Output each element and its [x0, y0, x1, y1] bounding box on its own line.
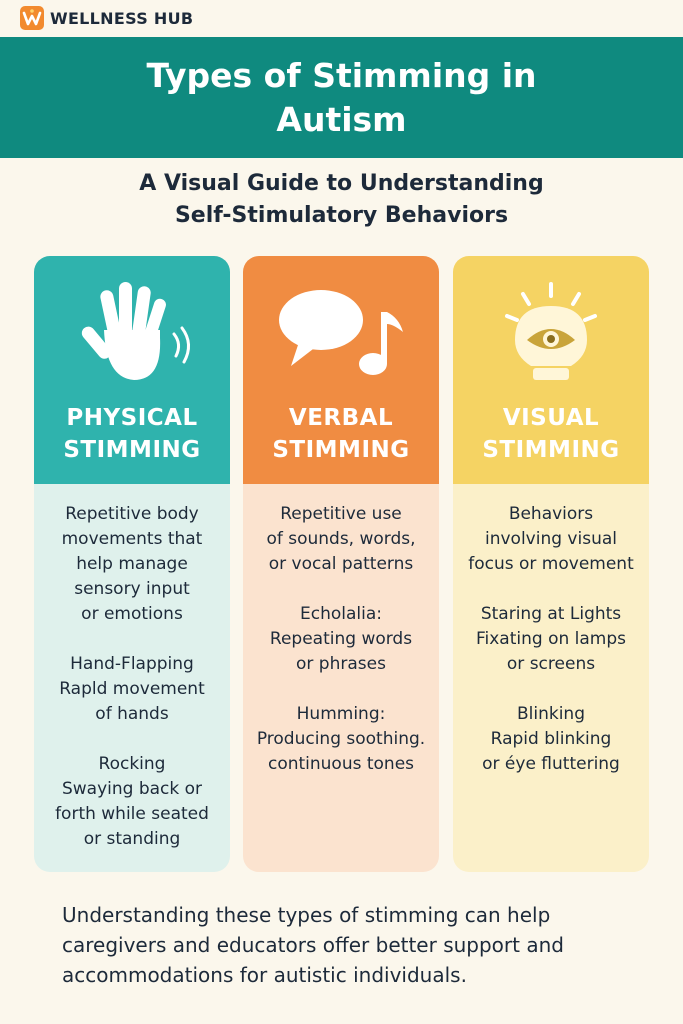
card-text-line: Blinking	[516, 704, 586, 724]
card-paragraph: Repetitive use of sounds, words, or voca…	[243, 502, 439, 577]
card-text-line: Repetitive body	[65, 504, 199, 524]
card-header: PHYSICAL STIMMING	[34, 256, 230, 484]
title-band: Types of Stimming in Autism	[0, 37, 683, 158]
footer-line: caregivers and educators offer better su…	[62, 933, 564, 957]
card-text-line: or emotions	[81, 604, 183, 624]
card-text-line: or vocal patterns	[268, 554, 414, 574]
card-text-line: or phrases	[296, 654, 386, 674]
card-verbal-stimming: VERBAL STIMMING Repetitive use of sounds…	[243, 256, 439, 872]
card-paragraph: Repetitive body movements that help mana…	[34, 502, 230, 627]
card-text-line: Staring at Lights	[480, 604, 622, 624]
brand-name: WELLNESS HUB	[50, 8, 194, 28]
subtitle-line: A Visual Guide to Understanding	[139, 171, 544, 196]
card-text-line: involving visual	[485, 529, 617, 549]
card-text-line: Behaviors	[508, 504, 594, 524]
card-text-line: help manage	[76, 554, 188, 574]
brand-bar: WELLNESS HUB	[0, 0, 683, 36]
card-paragraph: Hand-Flapping Rapld movement of hands	[34, 652, 230, 727]
card-text-line: or standing	[83, 829, 181, 849]
card-paragraph: Blinking Rapid blinking or éye flutterin…	[453, 702, 649, 777]
card-paragraph: Echolalia: Repeating words or phrases	[243, 602, 439, 677]
footer-line: accommodations for autistic individuals.	[62, 963, 467, 987]
card-text-line: of hands	[95, 704, 169, 724]
card-header: VISUAL STIMMING	[453, 256, 649, 484]
card-text-line: Producing soothing.	[256, 729, 426, 749]
card-heading-line: VERBAL	[288, 405, 394, 431]
card-text-line: Humming:	[296, 704, 386, 724]
card-paragraph: Staring at Lights Fixating on lamps or s…	[453, 602, 649, 677]
card-text-line: sensory input	[74, 579, 190, 599]
card-heading-line: STIMMING	[272, 437, 410, 463]
card-text-line: Fixating on lamps	[475, 629, 627, 649]
card-text-line: Rapld movement	[59, 679, 205, 699]
subtitle-line: Self-Stimulatory Behaviors	[174, 203, 509, 228]
lightbulb-eye-icon	[453, 278, 649, 388]
card-physical-stimming: PHYSICAL STIMMING Repetitive body moveme…	[34, 256, 230, 872]
card-text-line: forth while seated	[55, 804, 209, 824]
page-title: Types of Stimming in Autism	[146, 55, 537, 139]
footer-line: Understanding these types of stimming ca…	[62, 903, 551, 927]
card-visual-stimming: VISUAL STIMMING Behaviors involving visu…	[453, 256, 649, 872]
card-body: Repetitive use of sounds, words, or voca…	[243, 484, 439, 872]
footer-summary: Understanding these types of stimming ca…	[62, 900, 642, 990]
waving-hand-icon	[34, 278, 230, 388]
card-heading-line: VISUAL	[502, 405, 600, 431]
card-text-line: Repeating words	[269, 629, 413, 649]
card-heading: PHYSICAL STIMMING	[34, 402, 230, 466]
card-heading-line: STIMMING	[63, 437, 201, 463]
wellness-hub-logo-icon	[20, 6, 44, 30]
speech-bubble-music-note-icon	[243, 278, 439, 388]
card-text-line: Rocking	[98, 754, 166, 774]
page-subtitle: A Visual Guide to Understanding Self-Sti…	[0, 168, 683, 232]
card-text-line: movements that	[61, 529, 203, 549]
card-heading-line: PHYSICAL	[66, 405, 198, 431]
card-paragraph: Rocking Swaying back or forth while seat…	[34, 752, 230, 852]
card-header: VERBAL STIMMING	[243, 256, 439, 484]
card-heading: VISUAL STIMMING	[453, 402, 649, 466]
card-text-line: Hand-Flapping	[70, 654, 194, 674]
card-body: Behaviors involving visual focus or move…	[453, 484, 649, 872]
card-text-line: continuous tones	[267, 754, 415, 774]
card-body: Repetitive body movements that help mana…	[34, 484, 230, 872]
card-heading-line: STIMMING	[482, 437, 620, 463]
card-text-line: Echolalia:	[300, 604, 382, 624]
card-text-line: Rapid blinking	[490, 729, 612, 749]
card-text-line: or screens	[506, 654, 596, 674]
card-paragraph: Behaviors involving visual focus or move…	[453, 502, 649, 577]
card-paragraph: Humming: Producing soothing. continuous …	[243, 702, 439, 777]
card-text-line: or éye fluttering	[482, 754, 620, 774]
card-text-line: Swaying back or	[61, 779, 203, 799]
card-text-line: of sounds, words,	[266, 529, 416, 549]
card-text-line: focus or movement	[468, 554, 634, 574]
card-heading: VERBAL STIMMING	[243, 402, 439, 466]
card-text-line: Repetitive use	[280, 504, 402, 524]
